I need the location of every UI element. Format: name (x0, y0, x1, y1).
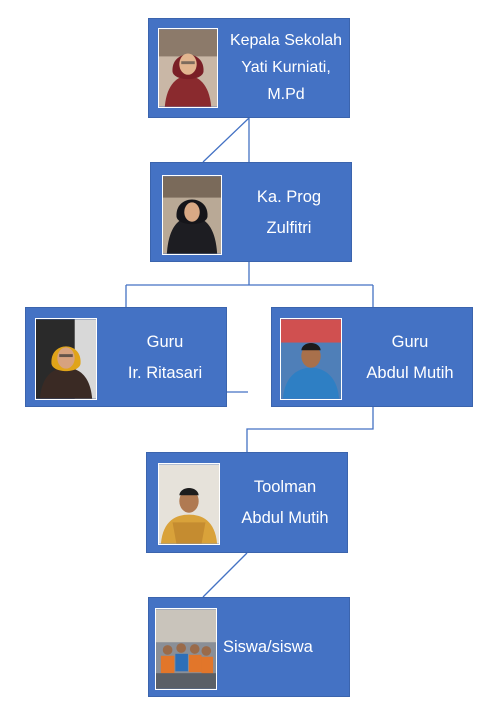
guru-2-role: Guru (391, 333, 429, 351)
guru-2-name: Abdul Mutih (366, 364, 454, 382)
node-kepala-sekolah[interactable]: Kepala Sekolah Yati Kurniati, M.Pd (148, 18, 350, 118)
person-photo-icon (162, 175, 222, 255)
ka-prog-name: Zulfitri (266, 219, 312, 237)
kepala-sekolah-name: Yati Kurniati, (241, 59, 331, 76)
node-siswa-text: Siswa/siswa (223, 632, 345, 663)
person-photo-icon (158, 28, 218, 108)
person-photo-icon (35, 318, 97, 400)
person-photo-icon (280, 318, 342, 400)
node-kepala-sekolah-text: Kepala Sekolah Yati Kurniati, M.Pd (225, 27, 347, 108)
connector-kepala-to-kaprog (202, 117, 250, 163)
guru-1-role: Guru (146, 333, 184, 351)
node-guru-ritasari[interactable]: Guru Ir. Ritasari (25, 307, 227, 407)
connector-kaprog-to-guru (125, 262, 374, 307)
siswa-label: Siswa/siswa (223, 638, 313, 656)
toolman-name: Abdul Mutih (241, 509, 329, 527)
node-guru-abdul-mutih[interactable]: Guru Abdul Mutih (271, 307, 473, 407)
node-siswa[interactable]: Siswa/siswa (148, 597, 350, 697)
group-photo-icon (155, 608, 217, 690)
node-toolman[interactable]: Toolman Abdul Mutih (146, 452, 348, 553)
node-guru-abdul-mutih-text: Guru Abdul Mutih (352, 327, 468, 389)
node-ka-prog-text: Ka. Prog Zulfitri (231, 182, 347, 244)
kepala-sekolah-title: M.Pd (267, 86, 305, 103)
guru-1-name: Ir. Ritasari (127, 364, 203, 382)
node-toolman-text: Toolman Abdul Mutih (227, 472, 343, 534)
ka-prog-role: Ka. Prog (256, 188, 322, 206)
node-ka-prog[interactable]: Ka. Prog Zulfitri (150, 162, 352, 262)
toolman-role: Toolman (253, 478, 317, 496)
node-guru-ritasari-text: Guru Ir. Ritasari (108, 327, 222, 389)
connector-toolman-to-siswa (202, 552, 248, 598)
kepala-sekolah-role: Kepala Sekolah (229, 32, 343, 49)
person-photo-icon (158, 463, 220, 545)
connector-guru-to-toolman (246, 407, 374, 452)
